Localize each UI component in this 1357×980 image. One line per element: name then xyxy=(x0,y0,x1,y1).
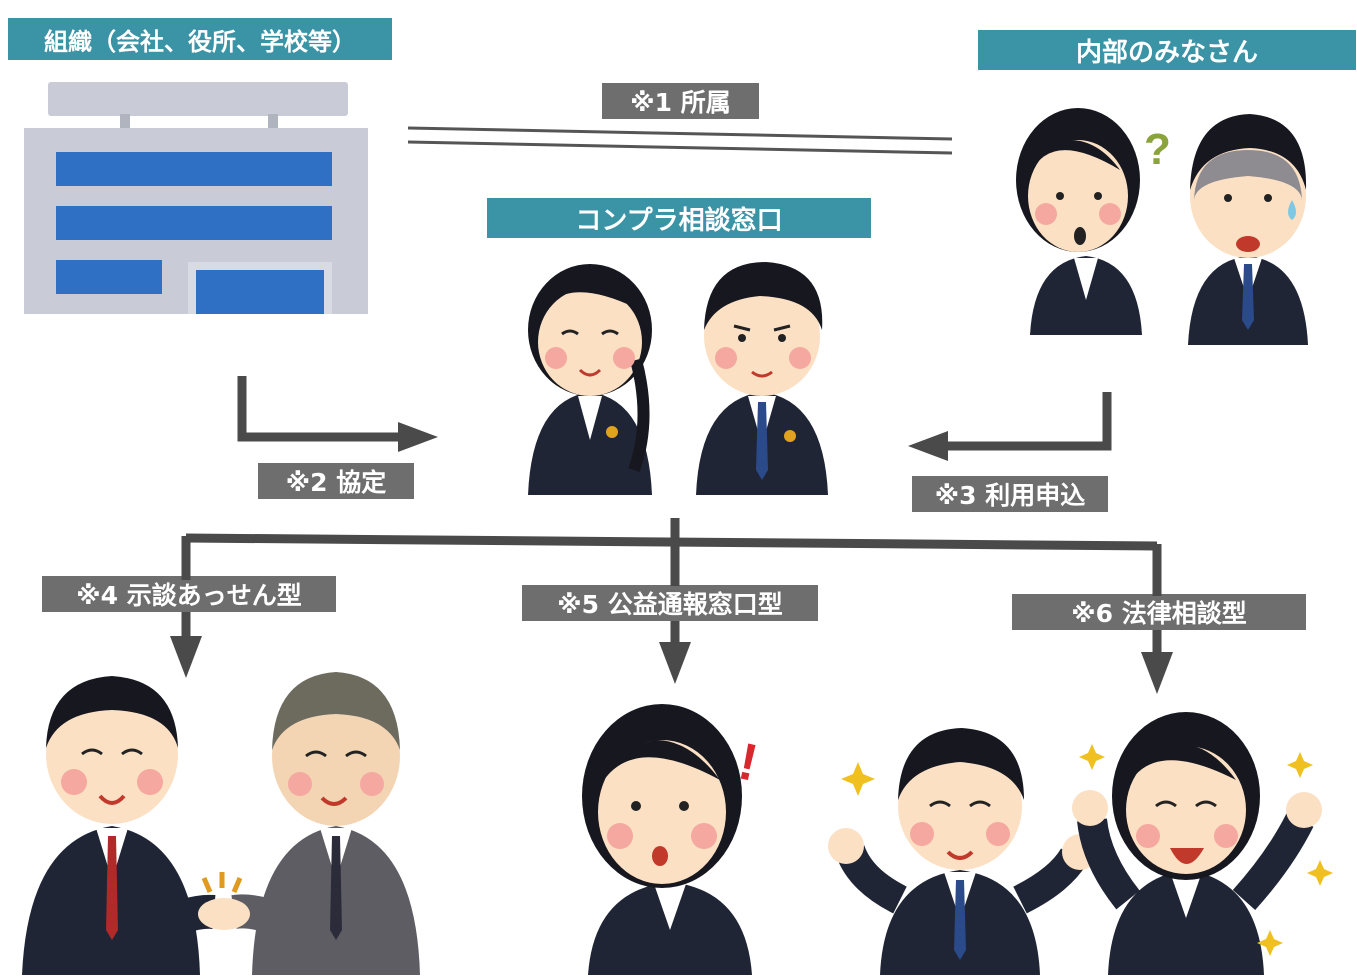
building-icon xyxy=(24,82,368,314)
mediation-tag: ※4 示談あっせん型 xyxy=(42,576,336,612)
affiliation-connector xyxy=(407,126,953,155)
whistleblowing-tag: ※5 公益通報窓口型 xyxy=(522,585,818,621)
agreement-tag: ※2 協定 xyxy=(258,463,414,499)
agreement-arrow xyxy=(237,376,438,452)
handshake-icon xyxy=(22,672,420,975)
celebrating-people-icon xyxy=(828,712,1322,975)
application-arrow xyxy=(908,392,1112,461)
members-header: 内部のみなさん xyxy=(978,30,1356,70)
surprised-woman-icon xyxy=(582,704,752,975)
organization-header: 組織（会社、役所、学校等） xyxy=(8,18,392,60)
exclamation-mark: ! xyxy=(734,732,763,792)
consultation-window-header: コンプラ相談窓口 xyxy=(487,198,871,238)
affiliation-tag: ※1 所属 xyxy=(602,83,759,119)
legal-consultation-tag: ※6 法律相談型 xyxy=(1012,594,1306,630)
consultants-icon xyxy=(528,262,828,495)
sparkle-icons xyxy=(841,744,1333,956)
application-tag: ※3 利用申込 xyxy=(912,476,1108,512)
employees-icon xyxy=(1016,108,1308,345)
branch-connector xyxy=(181,518,1162,596)
branch-arrowheads xyxy=(170,612,1173,694)
question-mark: ? xyxy=(1144,125,1171,174)
